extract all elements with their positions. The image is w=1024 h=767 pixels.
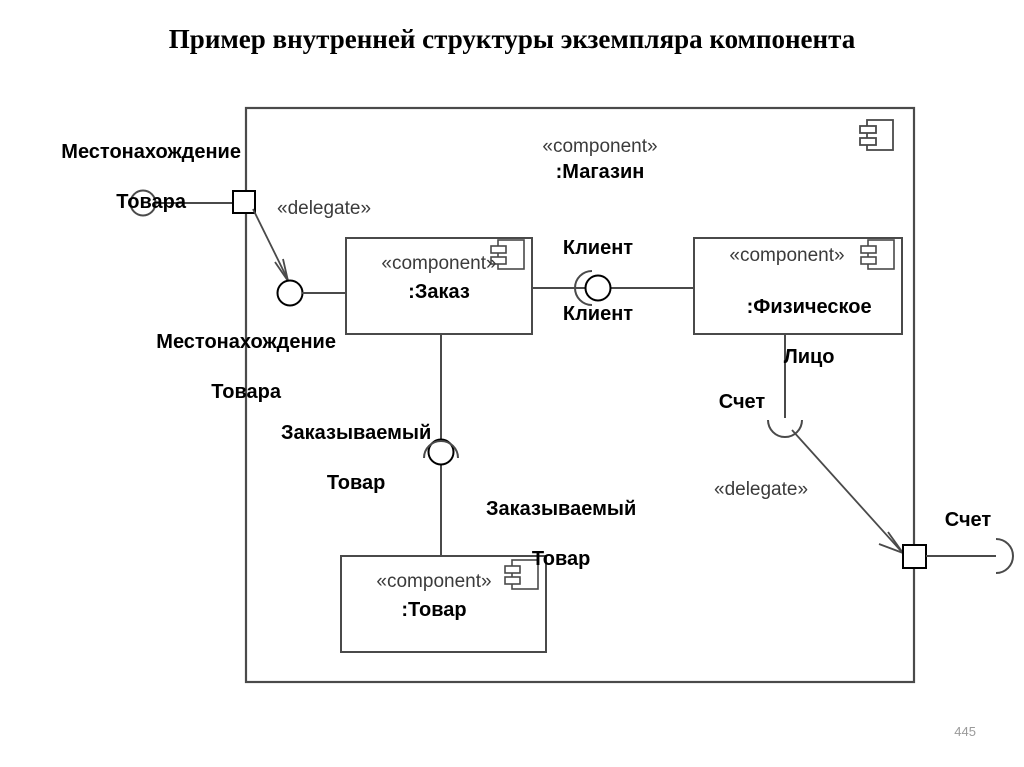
delegate-connector-bottom[interactable]: [791, 429, 902, 552]
component-name-tovar: :Товар: [401, 599, 467, 621]
component-name-fizlico: :Физическое Лицо: [694, 270, 902, 395]
required-interface-socket-client[interactable]: [574, 270, 593, 306]
outer-component-stereotype: «component»: [542, 136, 658, 157]
port-account[interactable]: [902, 544, 927, 569]
component-stereotype-tovar: «component»: [376, 571, 492, 592]
label-line-2: Товар: [531, 548, 591, 570]
provided-interface-ball-internal-location[interactable]: [276, 279, 304, 307]
required-interface-socket-account-inner[interactable]: [767, 419, 803, 438]
outer-component-name: :Магазин: [555, 161, 645, 183]
delegate-connector-top[interactable]: [252, 208, 289, 281]
outer-component-box[interactable]: [244, 106, 916, 684]
label-ordered-goods-top: Заказываемый Товар: [248, 396, 442, 521]
label-account-outer: Счет: [944, 509, 992, 531]
label-external-location: Местонахождение Товара: [10, 115, 270, 240]
page-title: Пример внутренней структуры экземпляра к…: [168, 24, 856, 54]
label-line-2: Товара: [211, 381, 281, 403]
label-client-top: Клиент: [562, 237, 634, 259]
required-interface-socket-goods[interactable]: [423, 440, 459, 459]
provided-interface-ball-client[interactable]: [584, 274, 612, 302]
component-stereotype-zakaz: «component»: [381, 253, 497, 274]
component-name-zakaz: :Заказ: [408, 281, 470, 303]
component-stereotype-fizlico: «component»: [729, 245, 845, 266]
label-line-1: Заказываемый: [486, 498, 637, 520]
page-number: 445: [954, 724, 976, 739]
delegate-label-top: «delegate»: [277, 198, 372, 219]
provided-interface-ball-location[interactable]: [129, 189, 157, 217]
delegate-label-bottom: «delegate»: [714, 479, 809, 500]
component-icon: [504, 559, 539, 590]
component-name-line-1: :Физическое: [746, 296, 872, 318]
port-location[interactable]: [232, 190, 256, 214]
component-name-line-2: Лицо: [783, 346, 835, 368]
label-client-bottom: Клиент: [562, 303, 634, 325]
provided-interface-ball-goods[interactable]: [427, 438, 455, 466]
label-line-1: Местонахождение: [156, 331, 336, 353]
label-account-inner: Счет: [718, 391, 766, 413]
label-line-2: Товар: [326, 472, 386, 494]
label-internal-location: Местонахождение Товара: [108, 305, 362, 430]
required-interface-socket-account-outer[interactable]: [995, 538, 1014, 574]
label-line-1: Местонахождение: [61, 141, 241, 163]
delegate-arrowhead-bottom: [878, 531, 904, 554]
label-ordered-goods-bottom: Заказываемый Товар: [453, 472, 647, 597]
label-line-2: Товара: [116, 191, 186, 213]
label-line-1: Заказываемый: [281, 422, 432, 444]
component-icon: [490, 239, 525, 270]
component-icon: [859, 119, 894, 151]
delegate-arrowhead-top: [274, 258, 289, 282]
component-icon: [860, 239, 895, 270]
